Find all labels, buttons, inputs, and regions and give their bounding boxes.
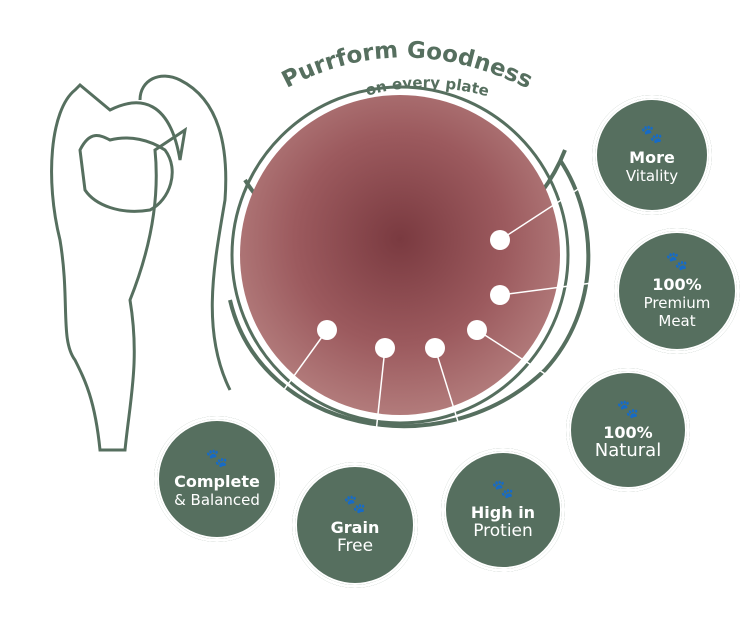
badge-text: Protien (473, 520, 533, 541)
badge-text: Free (336, 535, 374, 556)
badge-text: Vitality (625, 166, 679, 185)
marker-dot (490, 230, 510, 250)
badge-high-protein: 🐾 High in Protien (441, 448, 565, 572)
badge-bold: 100% (603, 422, 653, 442)
badge-premium-meat: 🐾 100% Premium Meat (614, 228, 740, 354)
badge-grain-free: 🐾 Grain Free (292, 462, 418, 588)
paw-icon: 🐾 (640, 123, 664, 145)
badge-complete-balanced: 🐾 Complete & Balanced (154, 416, 280, 542)
paw-icon: 🐾 (665, 250, 689, 272)
badge-text: Premium Meat (643, 293, 711, 330)
meat-image (240, 95, 560, 415)
badge-more-vitality: 🐾 More Vitality (592, 95, 712, 215)
badge-text: Natural (594, 439, 662, 461)
cat-outline-icon (50, 74, 232, 452)
badge-bold: High in (470, 502, 536, 522)
paw-icon: 🐾 (343, 493, 367, 515)
paw-icon: 🐾 (205, 447, 229, 469)
marker-dot (467, 320, 487, 340)
marker-dot (375, 338, 395, 358)
connector-lines (254, 179, 616, 471)
paw-icon: 🐾 (616, 398, 640, 420)
badge-text: & Balanced (174, 490, 260, 509)
badge-bold: 100% (652, 274, 702, 294)
badge-bold: Grain (330, 517, 380, 537)
marker-dot (317, 320, 337, 340)
badge-bold: Complete (174, 471, 260, 491)
badge-bold: More (629, 147, 675, 167)
badge-natural: 🐾 100% Natural (566, 368, 690, 492)
marker-dot (490, 285, 510, 305)
paw-icon: 🐾 (491, 478, 515, 500)
marker-dot (425, 338, 445, 358)
